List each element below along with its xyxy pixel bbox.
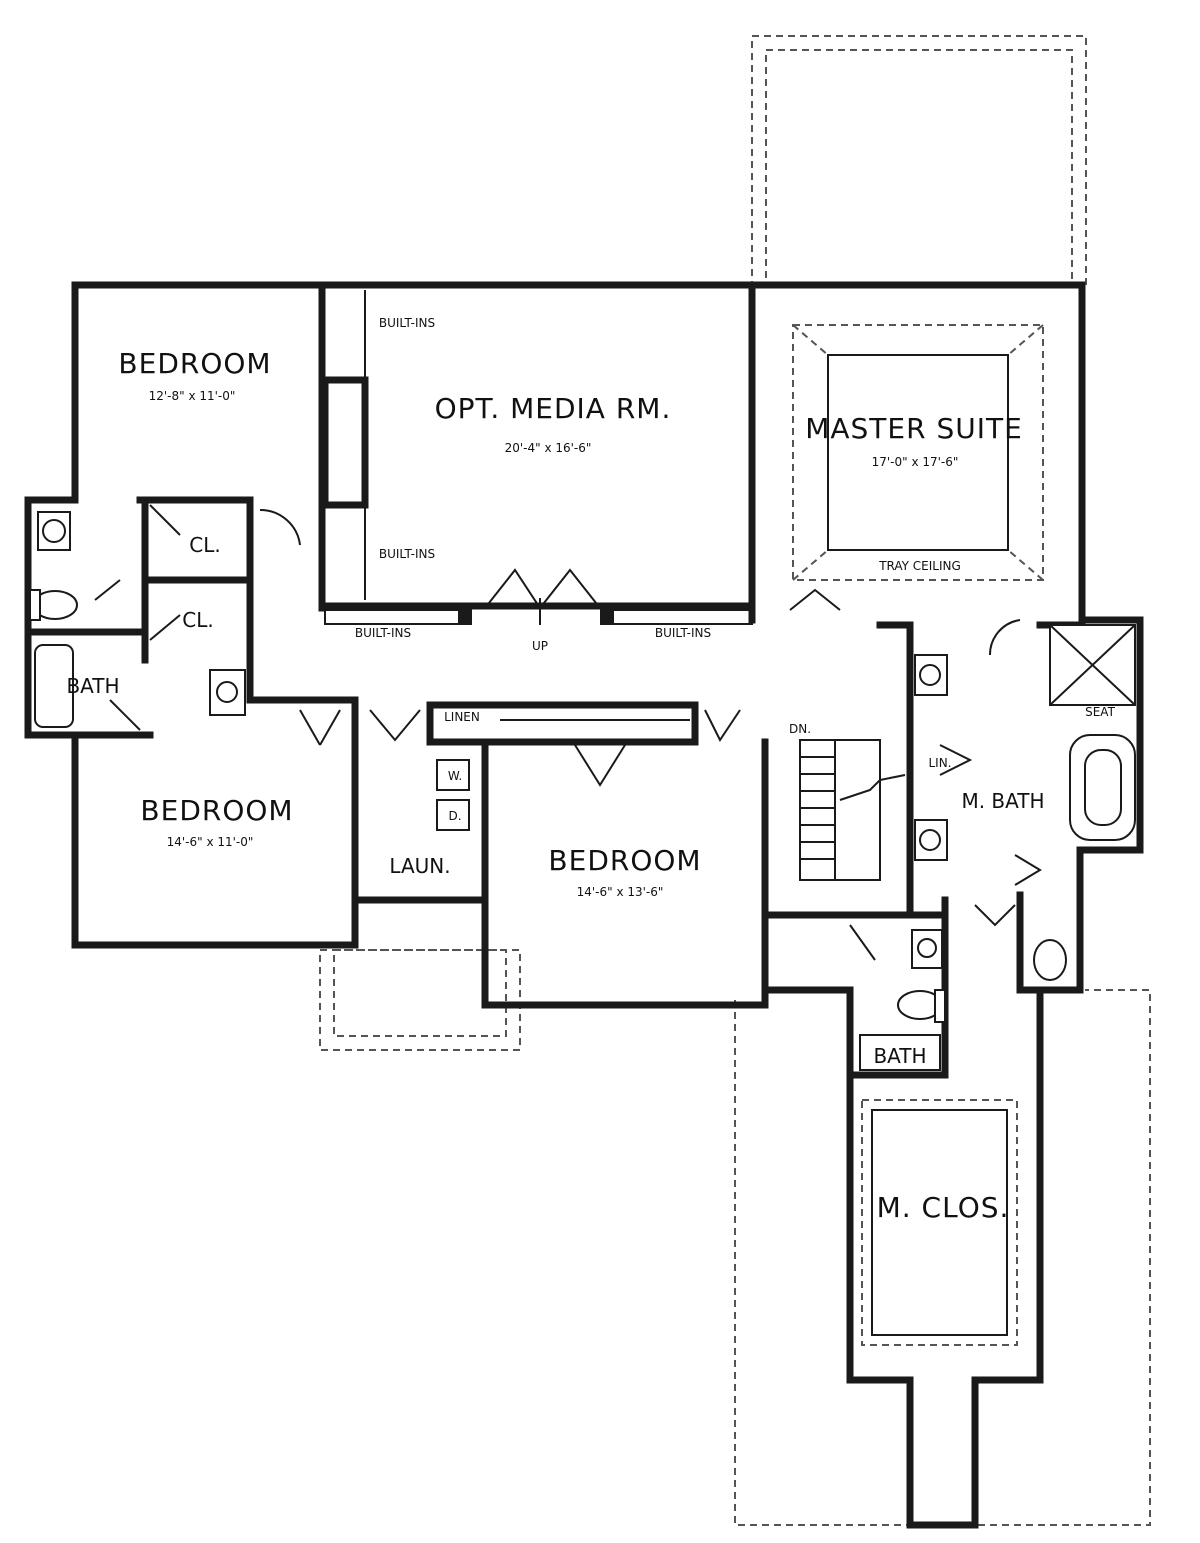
- media-room-name: OPT. MEDIA RM.: [435, 392, 672, 425]
- master-bath-name: M. BATH: [961, 789, 1044, 813]
- lin-note: LIN.: [928, 756, 951, 770]
- bedroom-3-size: 14'-6" x 13'-6": [577, 885, 664, 899]
- bath-left-name: BATH: [66, 674, 119, 698]
- media-room-size: 20'-4" x 16'-6": [505, 441, 592, 455]
- bedroom-2-size: 14'-6" x 11'-0": [167, 835, 254, 849]
- seat-note: SEAT: [1085, 705, 1115, 719]
- stair-up-note: UP: [532, 639, 548, 653]
- dryer-note: D.: [448, 809, 461, 823]
- laundry-name: LAUN.: [389, 854, 450, 878]
- stair-treads: [800, 756, 835, 860]
- closet-1-name: CL.: [189, 533, 220, 557]
- builtins-top-note: BUILT-INS: [379, 316, 435, 330]
- master-suite-size: 17'-0" x 17'-6": [872, 455, 959, 469]
- closet-2-name: CL.: [182, 608, 213, 632]
- plan-notes: BUILT-INS BUILT-INS BUILT-INS BUILT-INS …: [355, 316, 1116, 823]
- bedroom-1-size: 12'-8" x 11'-0": [149, 389, 236, 403]
- bedroom-3-name: BEDROOM: [548, 844, 701, 877]
- builtins-hall-right-note: BUILT-INS: [655, 626, 711, 640]
- bedroom-1-name: BEDROOM: [118, 347, 271, 380]
- master-suite-name: MASTER SUITE: [805, 412, 1023, 445]
- room-labels: BEDROOM 12'-8" x 11'-0" OPT. MEDIA RM. 2…: [66, 347, 1044, 1224]
- bedroom-2-name: BEDROOM: [140, 794, 293, 827]
- linen-name: LINEN: [444, 710, 480, 724]
- washer-note: W.: [448, 769, 462, 783]
- master-closet-name: M. CLOS.: [877, 1191, 1010, 1224]
- builtins-hall-left-note: BUILT-INS: [355, 626, 411, 640]
- doors: [94, 504, 1042, 961]
- fixtures: [29, 511, 1136, 1346]
- stair-down-note: DN.: [789, 722, 811, 736]
- hall-details: [324, 290, 1044, 881]
- bath-small-name: BATH: [873, 1044, 926, 1068]
- walls: [24, 281, 1144, 1529]
- tray-ceiling-note: TRAY CEILING: [878, 559, 961, 573]
- builtins-mid-note: BUILT-INS: [379, 547, 435, 561]
